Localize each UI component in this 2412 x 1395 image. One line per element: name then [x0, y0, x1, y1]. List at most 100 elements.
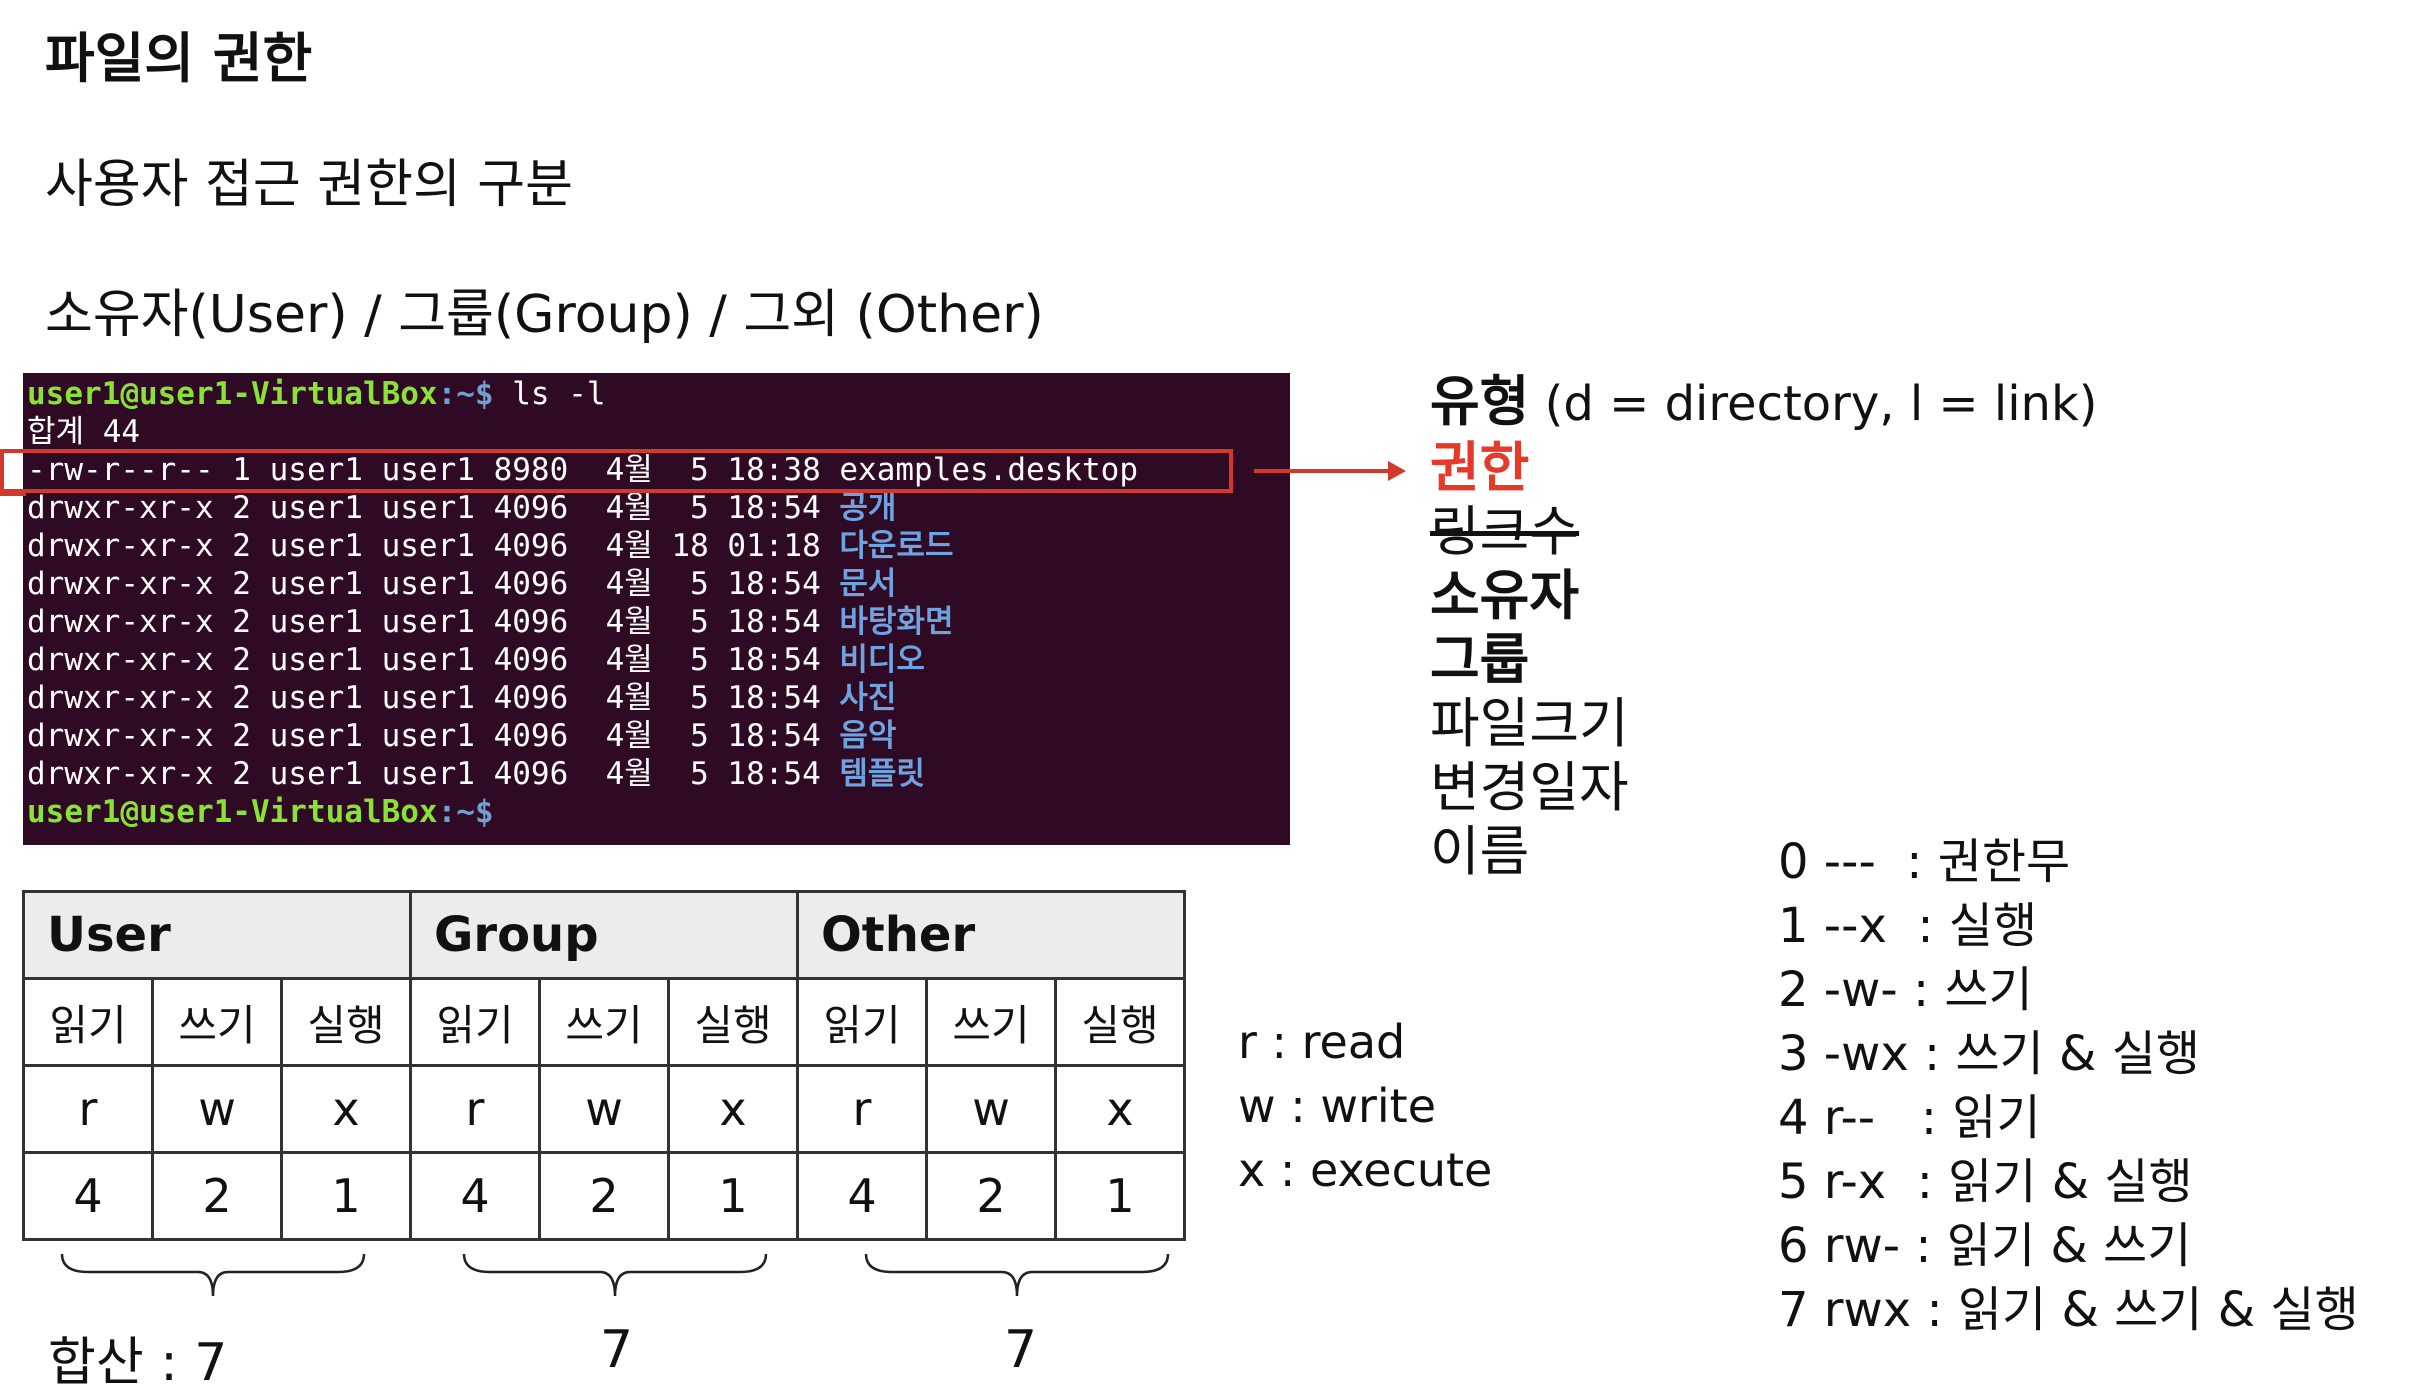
table-cell-action: 쓰기	[151, 977, 283, 1067]
field-name: 이름	[1430, 820, 1530, 883]
listing-meta: drwxr-xr-x 2 user1 user1 4096 4월 5 18:54	[27, 680, 840, 716]
terminal-listing-row: drwxr-xr-x 2 user1 user1 4096 4월 5 18:54…	[23, 679, 1290, 717]
terminal-listing-row: drwxr-xr-x 2 user1 user1 4096 4월 5 18:54…	[23, 565, 1290, 603]
field-group: 그룹	[1430, 628, 1530, 691]
table-cell-letter: w	[538, 1064, 670, 1154]
table-cell-letter: x	[280, 1064, 412, 1154]
prompt-user: user1@user1-VirtualBox	[27, 794, 438, 830]
terminal-listing-row: drwxr-xr-x 2 user1 user1 4096 4월 5 18:54…	[23, 717, 1290, 755]
listing-meta: drwxr-xr-x 2 user1 user1 4096 4월 5 18:54	[27, 756, 840, 792]
field-owner: 소유자	[1430, 564, 1580, 627]
table-cell-value: 4	[796, 1151, 928, 1241]
table-cell-value: 2	[925, 1151, 1057, 1241]
page-title: 파일의 권한	[45, 27, 313, 90]
listing-name: 사진	[839, 680, 897, 716]
terminal-listing-row: -rw-r--r-- 1 user1 user1 8980 4월 5 18:38…	[23, 451, 1290, 489]
terminal-listing-row: drwxr-xr-x 2 user1 user1 4096 4월 5 18:54…	[23, 641, 1290, 679]
field-modified: 변경일자	[1430, 756, 1629, 819]
header-other: Other	[796, 890, 1186, 980]
table-cell-action: 실행	[1054, 977, 1186, 1067]
field-type: 유형 (d = directory, l = link)	[1430, 370, 2098, 433]
brace-other	[864, 1253, 1170, 1297]
table-cell-action: 읽기	[796, 977, 928, 1067]
table-cell-letter: w	[925, 1064, 1057, 1154]
table-cell-letter: r	[409, 1064, 541, 1154]
listing-meta: -rw-r--r-- 1 user1 user1 8980 4월 5 18:38	[27, 452, 840, 488]
listing-meta: drwxr-xr-x 2 user1 user1 4096 4월 5 18:54	[27, 490, 840, 526]
table-cell-letter: r	[796, 1064, 928, 1154]
octal-3: 3 -wx : 쓰기 & 실행	[1778, 1026, 2201, 1082]
legend-write: w : write	[1238, 1079, 1437, 1133]
field-link-count: 링크수	[1430, 500, 1580, 563]
table-cell-value: 1	[1054, 1151, 1186, 1241]
table-cell-action: 실행	[667, 977, 799, 1067]
table-cell-letter: x	[667, 1064, 799, 1154]
terminal-listing-row: drwxr-xr-x 2 user1 user1 4096 4월 5 18:54…	[23, 755, 1290, 793]
header-user: User	[22, 890, 412, 980]
table-cell-action: 실행	[280, 977, 412, 1067]
listing-name: 다운로드	[839, 528, 954, 564]
prompt-path: :~$	[437, 376, 494, 412]
table-cell-value: 1	[280, 1151, 412, 1241]
terminal-command-line: user1@user1-VirtualBox:~$ ls -l	[23, 375, 1290, 413]
table-cell-letter: w	[151, 1064, 283, 1154]
brace-group	[462, 1253, 768, 1297]
sum-other: 7	[1004, 1320, 1038, 1380]
prompt-user: user1@user1-VirtualBox	[27, 376, 438, 412]
rwx-legend: r : read w : write x : execute	[1238, 1010, 1492, 1202]
table-cell-action: 쓰기	[538, 977, 670, 1067]
terminal-listing-row: drwxr-xr-x 2 user1 user1 4096 4월 5 18:54…	[23, 603, 1290, 641]
terminal-end-prompt: user1@user1-VirtualBox:~$	[23, 793, 1290, 831]
table-cell-action: 읽기	[22, 977, 154, 1067]
listing-name: 공개	[839, 490, 897, 526]
octal-0: 0 --- : 권한무	[1778, 834, 2071, 890]
octal-6: 6 rw- : 읽기 & 쓰기	[1778, 1218, 2192, 1274]
octal-2: 2 -w- : 쓰기	[1778, 962, 2033, 1018]
listing-name: 바탕화면	[839, 604, 954, 640]
octal-7: 7 rwx : 읽기 & 쓰기 & 실행	[1778, 1282, 2359, 1338]
octal-5: 5 r-x : 읽기 & 실행	[1778, 1154, 2193, 1210]
section-subtitle: 사용자 접근 권한의 구분	[45, 155, 573, 215]
arrow-icon	[1388, 461, 1406, 481]
permission-highlight-box	[0, 449, 1233, 493]
table-cell-action: 쓰기	[925, 977, 1057, 1067]
brace-user	[60, 1253, 366, 1297]
table-cell-letter: x	[1054, 1064, 1186, 1154]
table-cell-value: 4	[409, 1151, 541, 1241]
terminal-listing-row: drwxr-xr-x 2 user1 user1 4096 4월 5 18:54…	[23, 489, 1290, 527]
highlight-stub	[0, 492, 26, 496]
table-cell-value: 2	[538, 1151, 670, 1241]
listing-name: 비디오	[839, 642, 925, 678]
field-file-size: 파일크기	[1430, 692, 1629, 755]
sum-group: 7	[600, 1320, 634, 1380]
table-header-row: User Group Other	[22, 890, 1186, 980]
legend-execute: x : execute	[1238, 1143, 1493, 1197]
listing-name: 문서	[839, 566, 897, 602]
octal-4: 4 r-- : 읽기	[1778, 1090, 2041, 1146]
prompt-path: :~$	[437, 794, 494, 830]
table-cell-value: 2	[151, 1151, 283, 1241]
header-group: Group	[409, 890, 799, 980]
listing-meta: drwxr-xr-x 2 user1 user1 4096 4월 5 18:54	[27, 642, 840, 678]
terminal-listing-row: drwxr-xr-x 2 user1 user1 4096 4월 18 01:1…	[23, 527, 1290, 565]
field-permission: 권한	[1430, 436, 1530, 499]
terminal-total: 합계 44	[27, 414, 141, 450]
table-cell-value: 1	[667, 1151, 799, 1241]
sum-user: 합산 : 7	[48, 1333, 228, 1393]
listing-meta: drwxr-xr-x 2 user1 user1 4096 4월 5 18:54	[27, 566, 840, 602]
legend-read: r : read	[1238, 1015, 1406, 1069]
arrow-line	[1254, 469, 1394, 473]
octal-permission-list: 0 --- : 권한무 1 --x : 실행 2 -w- : 쓰기 3 -wx …	[1778, 830, 2359, 1342]
terminal-command: ls -l	[493, 376, 606, 412]
table-cell-action: 읽기	[409, 977, 541, 1067]
table-cell-letter: r	[22, 1064, 154, 1154]
listing-name: examples.desktop	[839, 452, 1139, 488]
octal-1: 1 --x : 실행	[1778, 898, 2038, 954]
listing-name: 템플릿	[839, 756, 925, 792]
ls-field-list: 유형 (d = directory, l = link) 권한 링크수 소유자 …	[1430, 370, 2098, 884]
listing-meta: drwxr-xr-x 2 user1 user1 4096 4월 18 01:1…	[27, 528, 840, 564]
